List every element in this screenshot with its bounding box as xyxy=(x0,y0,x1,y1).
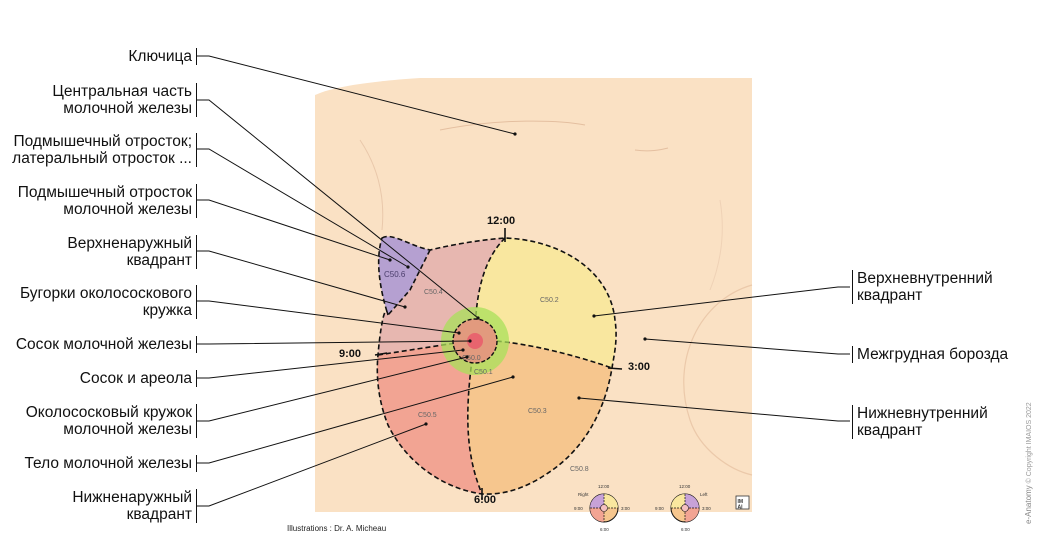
svg-text:IM: IM xyxy=(738,499,744,505)
code-c503: C50.3 xyxy=(528,408,547,415)
clock-3: 3:00 xyxy=(628,361,651,373)
neck-contour xyxy=(634,147,669,152)
svg-text:AI: AI xyxy=(738,505,744,511)
clock-ticks xyxy=(374,228,623,500)
clock-12: 12:00 xyxy=(487,215,516,227)
mini-right-6: 6:00 xyxy=(600,527,609,532)
leader-dots xyxy=(388,132,647,426)
body-right-contour xyxy=(709,199,723,291)
quadrant-boundaries xyxy=(376,235,617,495)
code-c505: C50.5 xyxy=(418,412,437,419)
axillary-tail-region xyxy=(378,236,430,315)
mini-right-9: 9:00 xyxy=(574,506,583,511)
code-c504: C50.4 xyxy=(424,289,443,296)
label-nipple: Сосок молочной железы xyxy=(16,336,197,353)
upper-inner-region xyxy=(475,238,617,368)
leader-lines xyxy=(197,55,850,507)
imaios-logo: IM AI xyxy=(735,495,750,511)
mini-right-3: 3:00 xyxy=(621,506,630,511)
mini-left-6: 6:00 xyxy=(681,527,690,532)
code-c501: C50.1 xyxy=(474,369,493,376)
mini-legend-right: Right 12:00 3:00 6:00 9:00 xyxy=(574,484,630,532)
arm-contour xyxy=(359,139,384,231)
clock-9: 9:00 xyxy=(339,348,362,360)
illustration-credit: Illustrations : Dr. A. Micheau xyxy=(287,524,387,533)
code-c506: C50.6 xyxy=(384,270,406,279)
label-axillary-lateral-process: Подмышечный отросток;латеральный отросто… xyxy=(12,133,197,167)
clock-6: 6:00 xyxy=(474,494,497,506)
copyright-notice: e-Anatomy © Copyright IMAIOS 2022 xyxy=(1024,402,1033,524)
label-breast-body: Тело молочной железы xyxy=(24,455,197,472)
mini-left-12: 12:00 xyxy=(679,484,691,489)
code-c502: C50.2 xyxy=(540,297,559,304)
mini-legend-left: Left 12:00 3:00 6:00 9:00 xyxy=(655,484,711,532)
label-nipple-areola: Сосок и ареола xyxy=(80,370,197,387)
label-intermammary-cleft: Межгрудная борозда xyxy=(852,346,1008,363)
lower-inner-region xyxy=(467,340,612,495)
mini-left-3: 3:00 xyxy=(702,506,711,511)
code-c508: C50.8 xyxy=(570,466,589,473)
mini-left-label: Left xyxy=(700,492,708,497)
nipple xyxy=(467,333,483,349)
mini-right-12: 12:00 xyxy=(598,484,610,489)
label-clavicle: Ключица xyxy=(128,48,197,65)
mini-left-9: 9:00 xyxy=(655,506,664,511)
lower-outer-region xyxy=(377,340,482,494)
code-c500: C50.0 xyxy=(462,355,481,362)
mini-right-label: Right xyxy=(578,492,589,497)
clavicle-contour xyxy=(439,120,586,131)
